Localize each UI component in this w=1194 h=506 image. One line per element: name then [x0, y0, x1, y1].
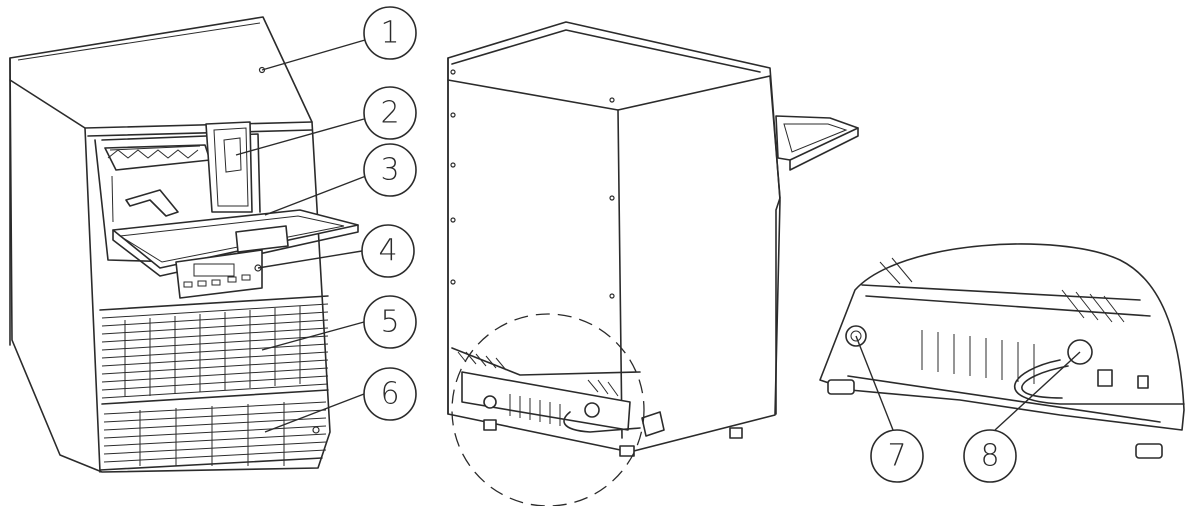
callout-3: 3 [363, 143, 417, 197]
leader-lines [235, 39, 1081, 433]
callout-4: 4 [361, 224, 415, 278]
rear-screws [450, 69, 615, 299]
detail-panel [819, 243, 1185, 431]
detail-vents [879, 257, 1125, 384]
callout-2-label: 2 [380, 96, 399, 131]
callout-8: 8 [963, 429, 1017, 483]
detail-view [819, 243, 1185, 459]
callout-5: 5 [363, 295, 417, 349]
zoom-circle [451, 313, 645, 506]
front-view [9, 16, 359, 473]
callout-3-label: 3 [380, 153, 399, 188]
callout-5-label: 5 [380, 305, 399, 340]
callout-1: 1 [363, 6, 417, 60]
rear-view [447, 21, 859, 506]
callout-7: 7 [870, 429, 924, 483]
callout-4-label: 4 [378, 234, 397, 269]
callout-6: 6 [363, 367, 417, 421]
callout-6-label: 6 [380, 377, 399, 412]
callout-2: 2 [363, 86, 417, 140]
control-buttons [183, 264, 262, 288]
rear-vents [457, 351, 619, 426]
upper-grille [101, 303, 329, 399]
rear-body [447, 21, 781, 453]
callout-8-label: 8 [980, 439, 999, 474]
callout-1-label: 1 [380, 16, 399, 51]
callout-7-label: 7 [887, 439, 906, 474]
lower-grille [103, 401, 327, 466]
